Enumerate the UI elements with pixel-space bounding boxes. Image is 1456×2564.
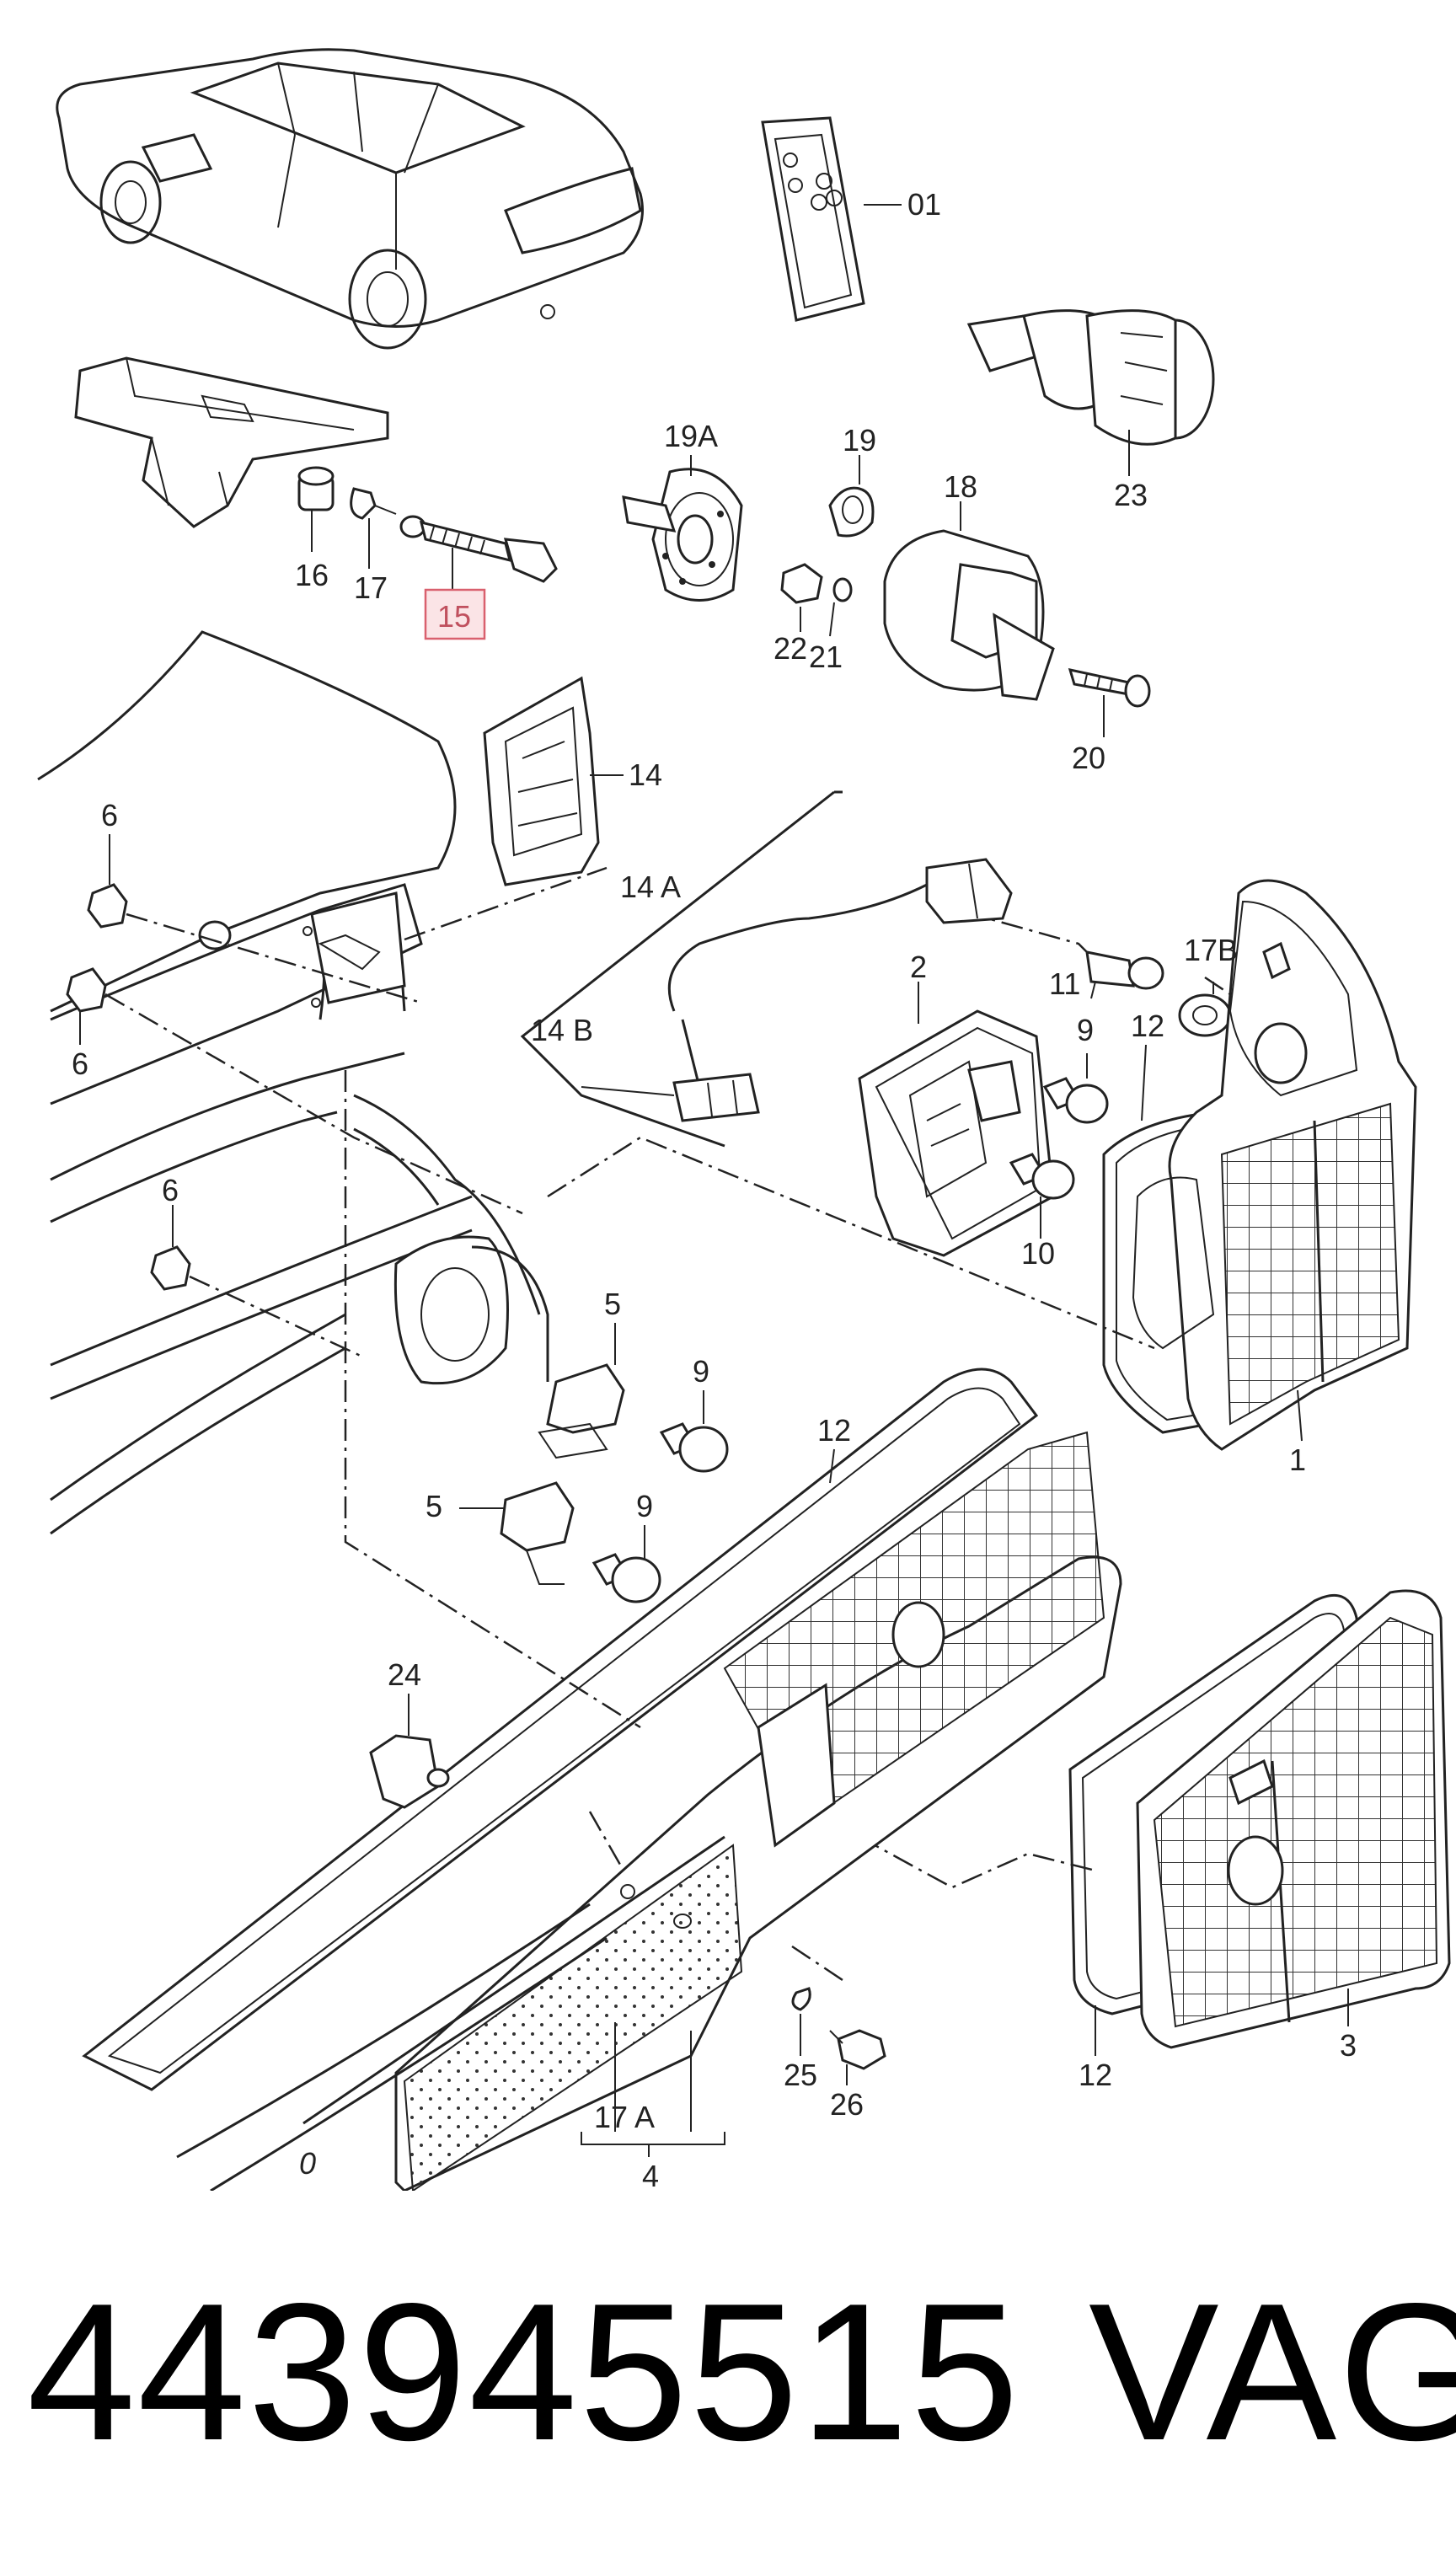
callout-9a: 9 [1077,1013,1094,1047]
part-6-nut-a [87,834,128,929]
exploded-parts-diagram: 01 23 19A 19 18 16 17 15 22 21 20 14 14 … [37,48,1451,2191]
callout-9c: 9 [636,1489,653,1523]
alignment-lines [104,790,1231,1982]
callout-12c: 12 [1079,2058,1112,2092]
part-23-socket-connector [966,309,1215,476]
callout-16: 16 [295,558,329,592]
part-17-clip [350,487,397,520]
part-4-center-panel [176,1431,1122,2191]
car-overview-illustration [56,48,644,350]
callout-6c: 6 [162,1173,179,1207]
part-19a-bulb-holder [622,455,743,602]
mounting-bracket-assembly [74,356,389,528]
callout-labels: 01 23 19A 19 18 16 17 15 22 21 20 14 14 … [72,187,1357,2191]
part-18-lamp-cup [883,501,1055,701]
part-9-bulb-c [592,1525,661,1603]
part-19-grommet [828,455,875,538]
part-25-clip [791,1987,811,2056]
callout-21: 21 [809,640,843,674]
part-9-bulb-a [1042,1053,1109,1124]
part-21-washer [829,577,853,637]
part-9-bulb-b [659,1390,729,1473]
part-6-nut-b [66,967,107,1045]
callout-3: 3 [1340,2028,1357,2063]
body-panel [37,630,549,1535]
part-6-nut-c [150,1205,191,1291]
part-1-tail-light-lens [1132,879,1417,1451]
part-20-screw [1068,668,1151,737]
callout-5b: 5 [426,1489,442,1523]
callout-17a: 17 A [594,2100,655,2134]
callout-6a: 6 [101,798,118,832]
part-3-tail-light-lens [1136,1589,1451,2049]
callout-1: 1 [1289,1443,1306,1477]
part-5-socket-a [538,1323,625,1459]
part-24-clip [369,1694,635,1899]
callout-17: 17 [354,570,388,605]
part-2-bulb-carrier [858,982,1055,1257]
callout-23: 23 [1114,478,1148,512]
brand-name: VAG [1089,2263,1456,2481]
part-12-gasket-center [82,1368,1039,2091]
callout-22: 22 [774,631,807,666]
part-10-bulb [1009,1153,1075,1239]
callout-9b: 9 [693,1354,709,1389]
callout-11: 11 [1049,966,1080,1001]
part-01-label-sheet [761,116,902,322]
callout-14b: 14 B [531,1013,593,1047]
callout-24: 24 [388,1657,421,1692]
callout-14: 14 [629,757,662,792]
callout-25: 25 [784,2058,817,2092]
callout-26: 26 [830,2087,864,2122]
part-22-nut [780,563,823,632]
wiring-harness [581,858,1013,1122]
callout-18: 18 [944,469,977,504]
part-17b-grommet [1178,982,1232,1037]
callout-10: 10 [1021,1236,1055,1271]
callout-2: 2 [910,950,927,984]
part-number: 443945515 [27,2263,1021,2481]
callout-4: 4 [642,2159,659,2191]
part-5-socket-b [459,1481,575,1585]
part-11-bulb [1085,950,1164,999]
callout-20: 20 [1072,741,1105,775]
footer: 443945515 VAG [0,2275,1456,2528]
callout-15: 15 [437,599,471,634]
callout-5a: 5 [604,1287,621,1321]
part-26-screw [829,2029,886,2085]
part-15-adjusting-screw [399,515,558,583]
part-14-lamp-carrier [483,676,624,886]
callout-14a: 14 A [620,870,681,904]
highlight-part-15: 15 [424,588,486,640]
callout-0: 0 [299,2146,316,2181]
callout-12a: 12 [1131,1009,1164,1043]
callout-12b: 12 [817,1413,851,1448]
callout-19: 19 [843,423,876,458]
callout-17b: 17B [1184,933,1238,967]
callout-01: 01 [907,187,941,222]
callout-19a: 19A [664,419,718,453]
callout-6b: 6 [72,1046,88,1081]
